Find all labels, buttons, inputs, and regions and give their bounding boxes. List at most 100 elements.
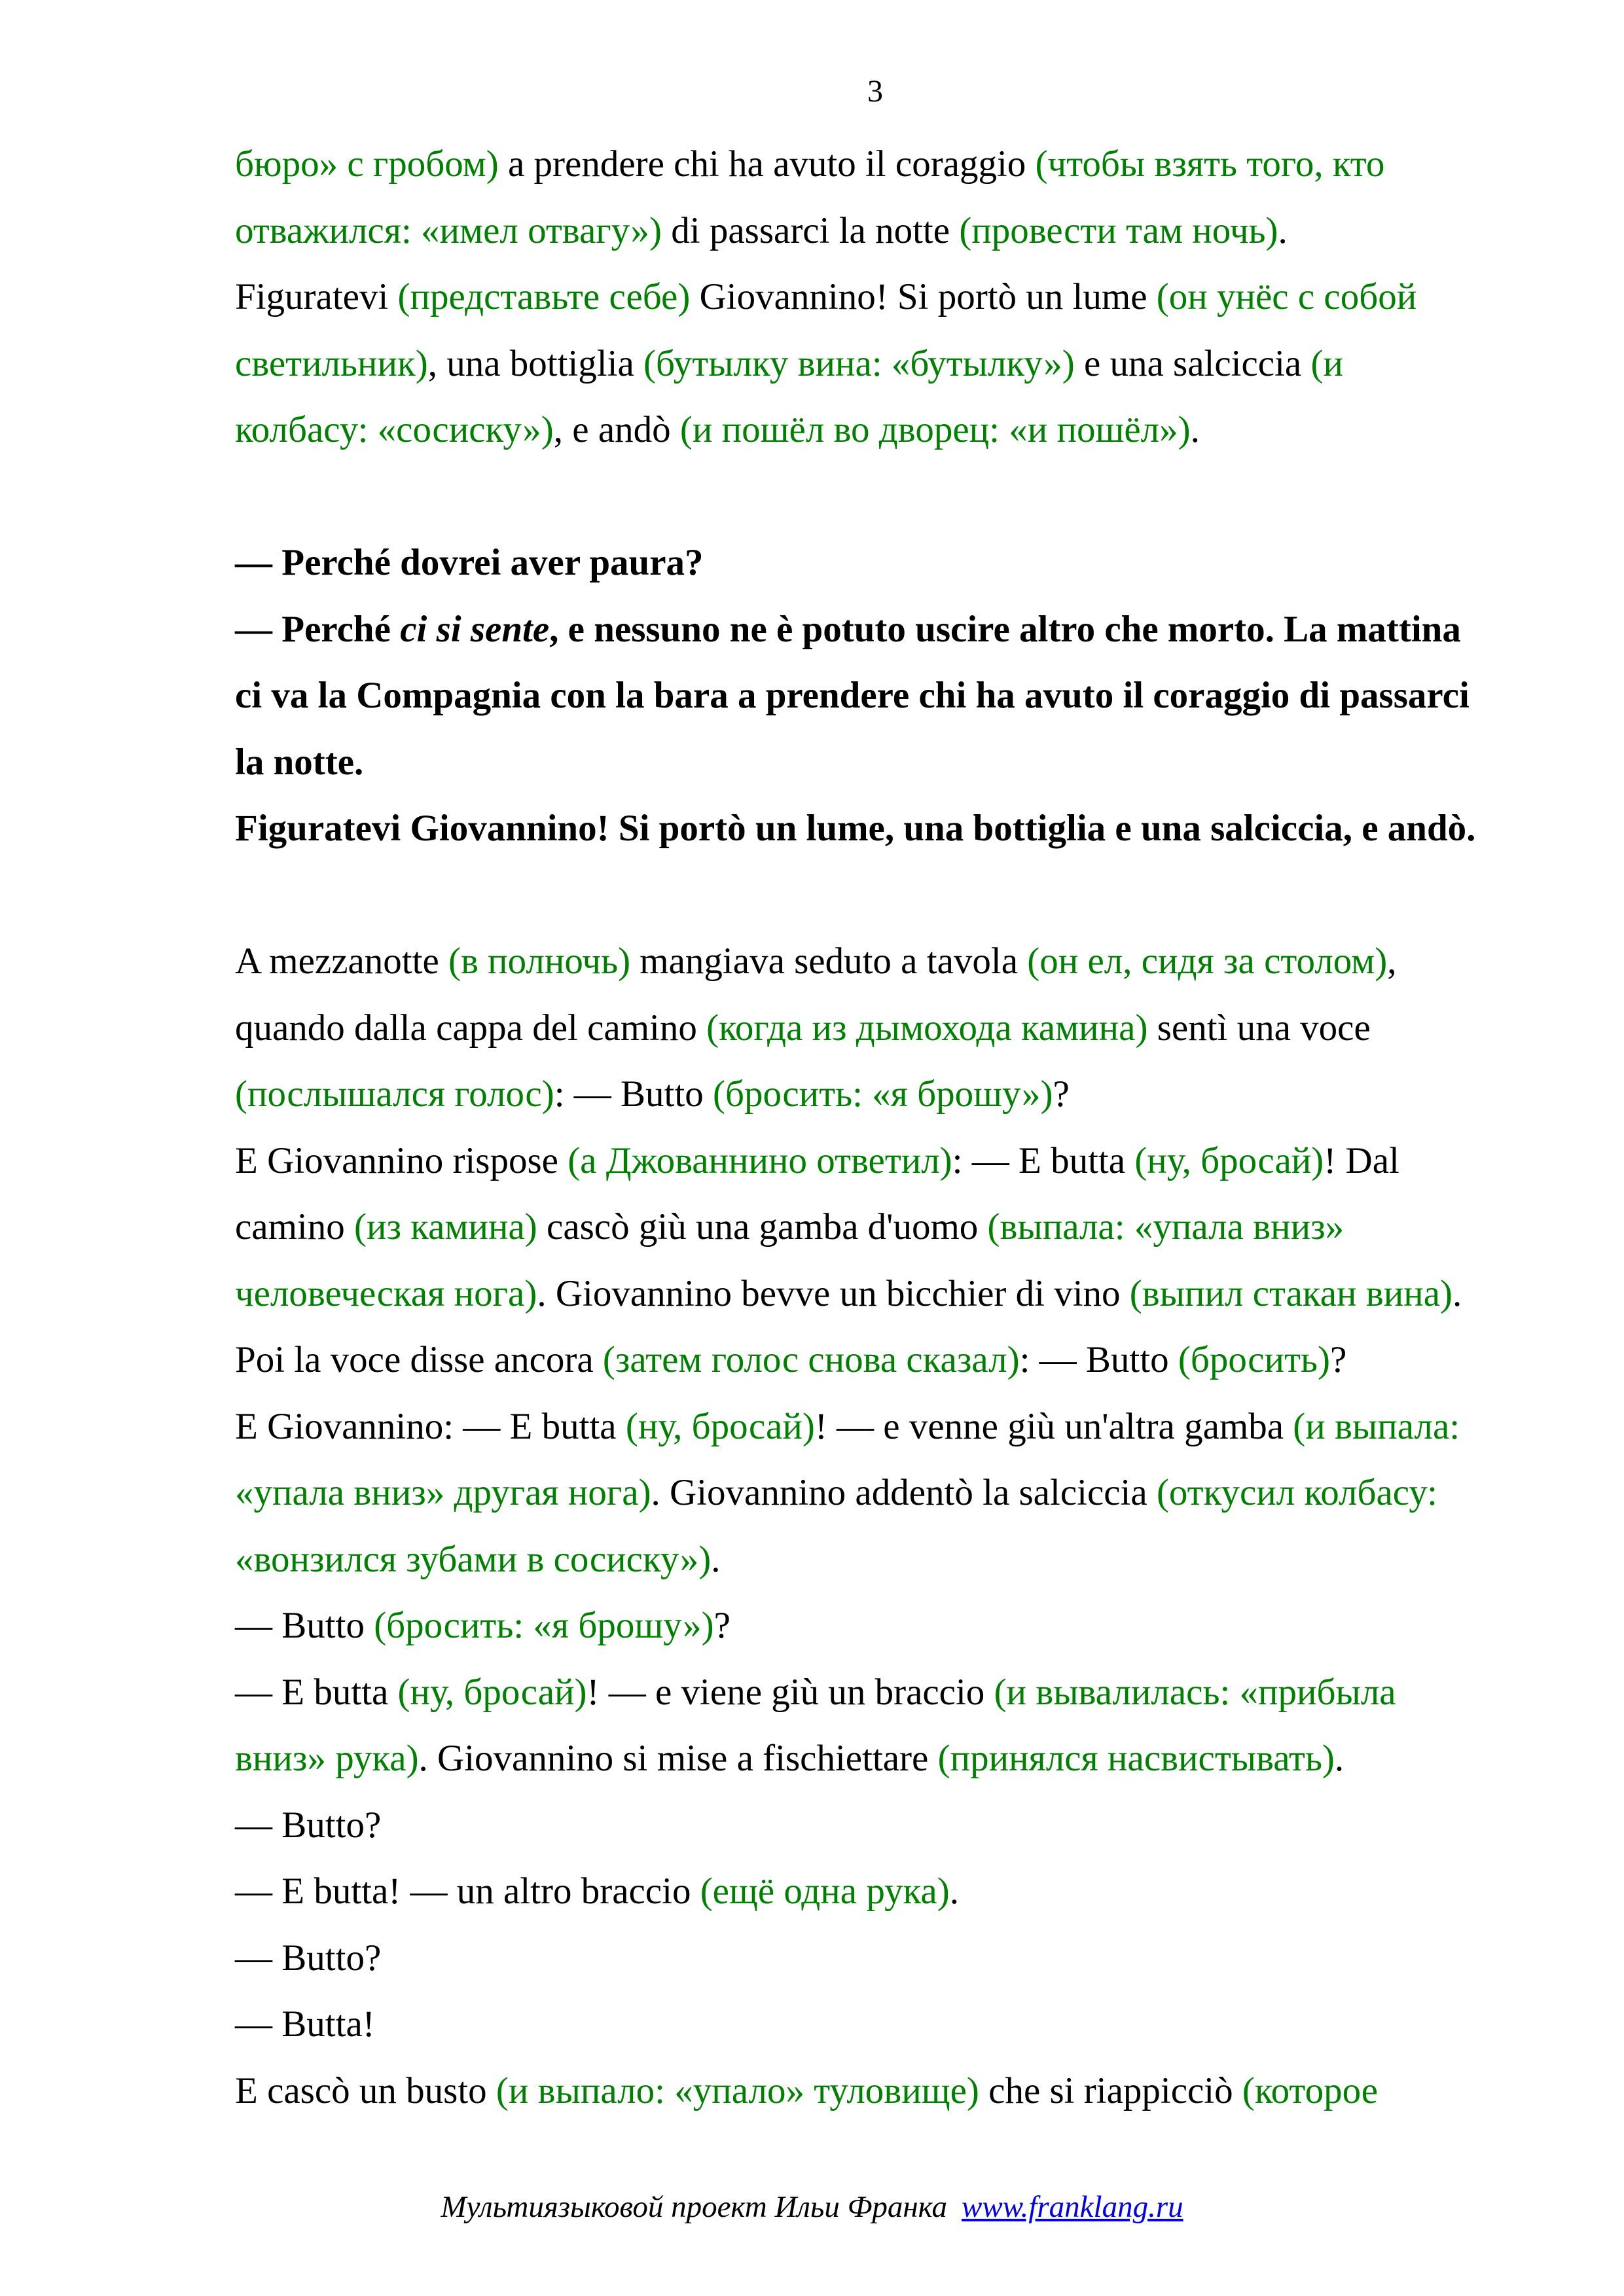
text-line: человеческая нога). Giovannino bevve un … — [235, 1261, 1544, 1327]
translation-text: (и вывалилась: «прибыла — [994, 1671, 1396, 1713]
translation-text: (и — [1310, 342, 1343, 384]
translation-text: (выпала: «упала вниз» — [987, 1206, 1344, 1247]
original-text: Giovannino! Si portò un lume — [690, 276, 1157, 317]
original-text: . — [711, 1538, 721, 1580]
translation-text: (он ел, сидя за столом) — [1027, 941, 1388, 982]
translation-text: «упала вниз» другая нога) — [235, 1472, 651, 1513]
translation-text: (бутылку вина: «бутылку») — [643, 342, 1075, 384]
translation-text: (ну, бросай) — [1134, 1139, 1324, 1181]
translation-text: светильник) — [235, 342, 428, 384]
original-text: Figuratevi Giovannino! Si portò un lume,… — [235, 808, 1476, 849]
original-text: — E butta! — un altro braccio — [235, 1871, 700, 1912]
original-text: , una bottiglia — [427, 342, 643, 384]
translation-text: (провести там ночь) — [959, 209, 1278, 251]
translation-text: (и пошёл во дворец: «и пошёл») — [679, 409, 1191, 450]
original-text: di passarci la notte — [662, 209, 960, 251]
translation-text: (которое — [1242, 2070, 1379, 2111]
translation-text: (бросить: «я брошу») — [374, 1605, 714, 1646]
text-line: — Perché dovrei aver paura? — [235, 529, 1544, 596]
original-text: . Giovannino si mise a fischiettare — [418, 1738, 938, 1779]
original-text: — Perché — [235, 608, 401, 650]
translation-text: (откусил колбасу: — [1156, 1472, 1437, 1513]
translation-text: (и выпала: — [1293, 1405, 1460, 1447]
original-text: ! — e viene giù un braccio — [586, 1671, 994, 1713]
original-text: quando dalla cappa del camino — [235, 1007, 707, 1049]
text-line: camino (из камина) cascò giù una gamba d… — [235, 1194, 1544, 1261]
original-text: : — Butto — [1019, 1339, 1178, 1380]
translation-text: отважился: «имел отвагу») — [235, 209, 662, 251]
text-line: «вонзился зубами в сосиску»). — [235, 1526, 1544, 1593]
translation-text: (выпил стакан вина) — [1129, 1272, 1453, 1314]
translation-text: (а Джованнино ответил) — [568, 1139, 952, 1181]
translation-text: (бросить) — [1178, 1339, 1330, 1380]
original-text: ci si sente — [400, 608, 550, 650]
translation-text: (ну, бросай) — [397, 1671, 587, 1713]
translation-text: (он унёс с собой — [1156, 276, 1417, 317]
page-number: 3 — [867, 74, 883, 109]
original-text: sentì una voce — [1147, 1007, 1371, 1049]
translation-text: (ну, бросай) — [625, 1405, 815, 1447]
original-text: ! Dal — [1324, 1139, 1399, 1181]
translation-text: (и выпало: «упало» туловище) — [496, 2070, 979, 2111]
original-text: a prendere chi ha avuto il coraggio — [498, 143, 1036, 185]
original-text: . Giovannino bevve un bicchier di vino — [537, 1272, 1130, 1314]
original-text: — E butta — [235, 1671, 398, 1713]
text-line: (послышался голос): — Butto (бросить: «я… — [235, 1061, 1544, 1128]
translation-text: бюро» с гробом) — [235, 143, 499, 185]
text-line: Figuratevi (представьте себе) Giovannino… — [235, 264, 1544, 331]
text-line: отважился: «имел отвагу») di passarci la… — [235, 198, 1544, 264]
translation-text: колбасу: «сосиску») — [235, 409, 554, 450]
original-text: E Giovannino: — E butta — [235, 1405, 626, 1447]
original-text: A mezzanotte — [235, 941, 449, 982]
footer-link[interactable]: www.franklang.ru — [962, 2190, 1183, 2224]
text-line: A mezzanotte (в полночь) mangiava seduto… — [235, 928, 1544, 995]
original-text: E Giovannino rispose — [235, 1139, 568, 1181]
translation-text: (затем голос снова сказал) — [602, 1339, 1020, 1380]
original-text: , e nessuno ne è potuto uscire altro che… — [549, 608, 1461, 650]
translation-text: (чтобы взять того, кто — [1035, 143, 1385, 185]
text-line: — Butto? — [235, 1792, 1544, 1859]
blank-line — [235, 463, 1544, 530]
text-line: — Butta! — [235, 1991, 1544, 2058]
original-text: — Perché dovrei aver paura? — [235, 542, 704, 583]
text-line: — Perché ci si sente, e nessuno ne è pot… — [235, 596, 1544, 663]
original-text: . — [1452, 1272, 1462, 1314]
text-line: ci va la Compagnia con la bara a prender… — [235, 662, 1544, 729]
original-text: , — [1387, 941, 1397, 982]
original-text: — Butto — [235, 1605, 374, 1646]
translation-text: вниз» рука) — [235, 1738, 419, 1779]
original-text: ? — [713, 1605, 731, 1646]
original-text: — Butta! — [235, 2003, 375, 2045]
text-line: — E butta! — un altro braccio (ещё одна … — [235, 1858, 1544, 1925]
original-text: . — [949, 1871, 959, 1912]
translation-text: (принялся насвистывать) — [937, 1738, 1335, 1779]
text-line: E Giovannino rispose (а Джованнино ответ… — [235, 1128, 1544, 1194]
original-text: mangiava seduto a tavola — [630, 941, 1028, 982]
translation-text: (представьте себе) — [397, 276, 691, 317]
original-text: — Butto? — [235, 1937, 382, 1979]
translation-text: (послышался голос) — [235, 1073, 554, 1115]
original-text: e una salciccia — [1074, 342, 1311, 384]
translation-text: (когда из дымохода камина) — [706, 1007, 1148, 1049]
original-text: . Giovannino addentò la salciccia — [651, 1472, 1157, 1513]
text-line: — Butto (бросить: «я брошу»)? — [235, 1592, 1544, 1659]
original-text: cascò giù una gamba d'uomo — [537, 1206, 988, 1247]
original-text: che si riappicciò — [979, 2070, 1242, 2111]
original-text: Poi la voce disse ancora — [235, 1339, 603, 1380]
original-text: — Butto? — [235, 1804, 382, 1846]
body-text: бюро» с гробом) a prendere chi ha avuto … — [235, 131, 1544, 2124]
text-line: — E butta (ну, бросай)! — e viene giù un… — [235, 1659, 1544, 1726]
text-line: «упала вниз» другая нога). Giovannino ad… — [235, 1460, 1544, 1526]
text-line: E cascò un busto (и выпало: «упало» туло… — [235, 2058, 1544, 2125]
original-text: . — [1190, 409, 1200, 450]
translation-text: (из камина) — [354, 1206, 537, 1247]
original-text: ? — [1053, 1073, 1070, 1115]
text-line: бюро» с гробом) a prendere chi ha avuto … — [235, 131, 1544, 198]
original-text: ! — e venne giù un'altra gamba — [814, 1405, 1293, 1447]
text-line: светильник), una bottiglia (бутылку вина… — [235, 331, 1544, 397]
original-text: la notte. — [235, 741, 364, 783]
text-line: вниз» рука). Giovannino si mise a fischi… — [235, 1725, 1544, 1792]
original-text: ? — [1329, 1339, 1347, 1380]
text-line: Poi la voce disse ancora (затем голос сн… — [235, 1327, 1544, 1393]
